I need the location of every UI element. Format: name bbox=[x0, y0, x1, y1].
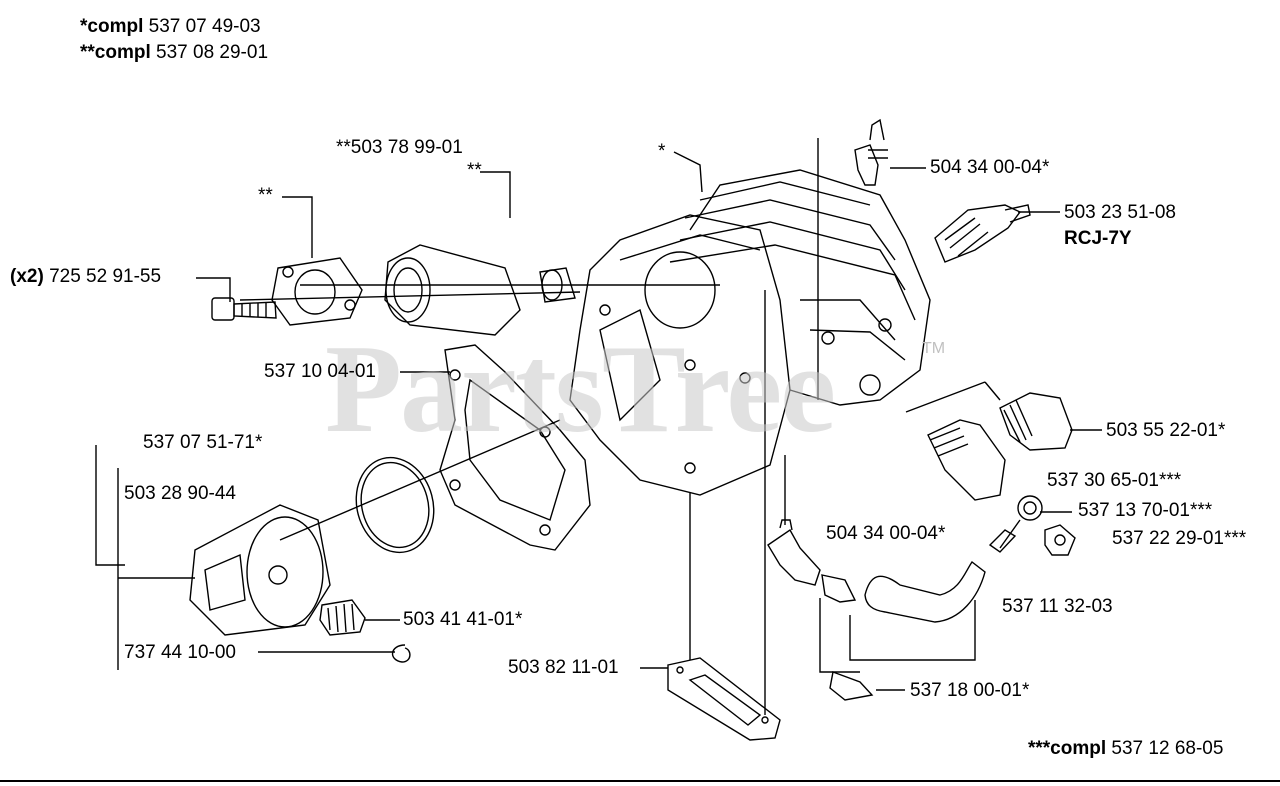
label-537-22-29-01[interactable]: 537 22 29-01*** bbox=[1112, 528, 1247, 549]
label-504-34-00-04-mid[interactable]: 504 34 00-04* bbox=[826, 523, 946, 544]
compl-note-1: *compl 537 07 49-03 bbox=[80, 16, 261, 38]
compl-note-3: ***compl 537 12 68-05 bbox=[1028, 738, 1223, 760]
cylinder-body bbox=[569, 214, 791, 496]
spark-plug bbox=[934, 204, 1022, 263]
label-537-18-00-01[interactable]: 537 18 00-01* bbox=[910, 680, 1030, 701]
hose bbox=[864, 560, 986, 623]
axis-line-1 bbox=[239, 291, 581, 301]
label-537-11-32-03[interactable]: 537 11 32-03 bbox=[1002, 596, 1113, 617]
label-double-star-a: ** bbox=[467, 160, 482, 181]
leader-50378 bbox=[480, 171, 511, 218]
needle-bearing bbox=[319, 599, 366, 636]
leader-cyl bbox=[905, 381, 986, 413]
decompression-valve bbox=[999, 392, 1073, 451]
elbow-mid bbox=[767, 528, 821, 586]
watermark: PartsTree bbox=[325, 320, 836, 459]
leader-star2a bbox=[282, 196, 313, 258]
label-rcj-7y: RCJ-7Y bbox=[1064, 228, 1132, 249]
screw-shank bbox=[233, 301, 277, 319]
leader-53711 bbox=[849, 600, 976, 661]
cylinder-fins bbox=[689, 169, 931, 406]
leader-50355b bbox=[984, 381, 1001, 401]
compl-prefix-1: *compl bbox=[80, 16, 144, 37]
label-503-41-41-01[interactable]: 503 41 41-01* bbox=[403, 609, 523, 630]
label-537-10-04-01[interactable]: 537 10 04-01 bbox=[264, 361, 376, 382]
label-503-78-99-01[interactable]: **503 78 99-01 bbox=[336, 137, 463, 158]
compl-number-1: 537 07 49-03 bbox=[148, 16, 261, 37]
part-725-52-91-55: 725 52 91-55 bbox=[49, 266, 162, 287]
compl-number-3: 537 12 68-05 bbox=[1111, 738, 1224, 759]
watermark-tm: TM bbox=[922, 340, 946, 357]
banjo-ring bbox=[1017, 495, 1043, 521]
fitting bbox=[927, 419, 1006, 501]
label-725-52-91-55[interactable]: (x2) 725 52 91-55 bbox=[10, 266, 161, 288]
leader-72552 bbox=[196, 277, 231, 302]
intake-adapter bbox=[384, 244, 521, 336]
bottom-rule bbox=[0, 780, 1280, 782]
nozzle-top bbox=[854, 144, 879, 186]
connector bbox=[821, 574, 857, 603]
piston bbox=[189, 504, 331, 636]
piston-ring bbox=[355, 456, 435, 554]
leader-star1 bbox=[673, 151, 703, 193]
label-737-44-10-00[interactable]: 737 44 10-00 bbox=[124, 642, 236, 663]
compl-number-2: 537 08 29-01 bbox=[156, 42, 269, 63]
leader-hose bbox=[999, 519, 1021, 549]
flange-gasket bbox=[271, 257, 363, 326]
label-537-30-65-01[interactable]: 537 30 65-01*** bbox=[1047, 470, 1182, 491]
label-503-55-22-01[interactable]: 503 55 22-01* bbox=[1106, 420, 1226, 441]
bracket-left bbox=[95, 445, 125, 566]
banjo-bolt bbox=[1044, 524, 1076, 556]
label-503-28-90-44[interactable]: 503 28 90-44 bbox=[124, 483, 236, 504]
circlip bbox=[391, 644, 411, 663]
cylinder-gasket bbox=[439, 344, 591, 551]
label-537-07-51-71[interactable]: 537 07 51-71* bbox=[143, 432, 263, 453]
label-double-star-b: ** bbox=[258, 185, 273, 206]
bottom-gasket bbox=[667, 657, 781, 741]
compl-note-2: **compl 537 08 29-01 bbox=[80, 42, 268, 64]
label-single-star: * bbox=[658, 141, 666, 162]
label-537-13-70-01[interactable]: 537 13 70-01*** bbox=[1078, 500, 1213, 521]
label-504-34-00-04-top[interactable]: 504 34 00-04* bbox=[930, 157, 1050, 178]
label-503-82-11-01[interactable]: 503 82 11-01 bbox=[508, 657, 619, 678]
compl-prefix-3: ***compl bbox=[1028, 738, 1107, 759]
leader-53718v bbox=[819, 598, 860, 673]
label-503-23-51-08[interactable]: 503 23 51-08 bbox=[1064, 202, 1176, 223]
qty-x2: (x2) bbox=[10, 266, 44, 287]
pin bbox=[829, 671, 874, 701]
compl-prefix-2: **compl bbox=[80, 42, 151, 63]
